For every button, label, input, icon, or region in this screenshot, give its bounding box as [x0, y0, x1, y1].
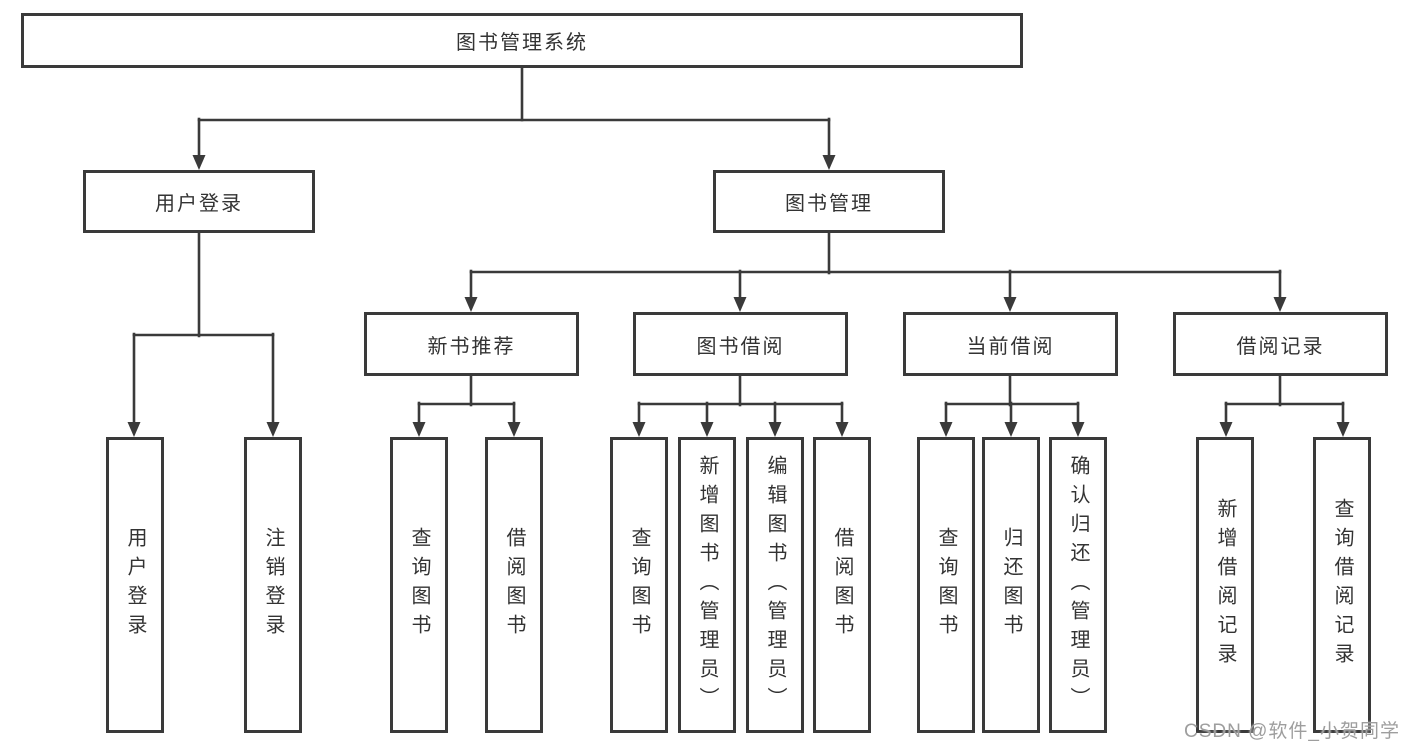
node-label: 借阅图书 — [831, 527, 853, 643]
node-leaf-borrow-books-recommend: 借阅图书 — [485, 437, 543, 733]
connector-records-to-leaves — [1219, 374, 1350, 437]
node-user-login: 用户登录 — [83, 170, 315, 233]
node-book-borrow: 图书借阅 — [633, 312, 848, 376]
node-leaf-return-books: 归还图书 — [982, 437, 1040, 733]
connector-borrow-to-leaves — [632, 374, 849, 437]
node-leaf-query-books-borrow: 查询图书 — [610, 437, 668, 733]
node-label: 确认归还（管理员） — [1067, 454, 1089, 716]
node-book-management: 图书管理 — [713, 170, 945, 233]
node-leaf-query-books-recommend: 查询图书 — [390, 437, 448, 733]
node-label: 借阅图书 — [503, 527, 525, 643]
node-label: 查询图书 — [628, 527, 650, 643]
node-label: 图书管理系统 — [456, 32, 588, 54]
connector-current-to-leaves — [939, 374, 1085, 437]
node-borrow-records: 借阅记录 — [1173, 312, 1388, 376]
node-root-system: 图书管理系统 — [21, 13, 1023, 68]
node-new-book-recommend: 新书推荐 — [364, 312, 579, 376]
node-leaf-query-borrow-record: 查询借阅记录 — [1313, 437, 1371, 733]
node-label: 查询图书 — [408, 527, 430, 643]
connector-newbook-to-leaves — [412, 374, 521, 437]
node-label: 借阅记录 — [1236, 335, 1325, 358]
node-label: 图书借阅 — [696, 335, 785, 358]
node-label: 编辑图书（管理员） — [764, 454, 786, 716]
node-leaf-borrow-books: 借阅图书 — [813, 437, 871, 733]
node-label: 查询图书 — [935, 527, 957, 643]
node-label: 新书推荐 — [427, 335, 516, 358]
node-label: 新增图书（管理员） — [696, 454, 718, 716]
node-label: 新增借阅记录 — [1214, 498, 1236, 672]
node-leaf-add-borrow-record: 新增借阅记录 — [1196, 437, 1254, 733]
node-leaf-edit-books-admin: 编辑图书（管理员） — [746, 437, 804, 733]
node-label: 归还图书 — [1000, 527, 1022, 643]
csdn-watermark: CSDN @软件_小贺同学 — [1184, 721, 1400, 742]
node-label: 当前借阅 — [966, 335, 1055, 358]
connector-login-to-leaves — [127, 231, 280, 437]
node-label: 查询借阅记录 — [1331, 498, 1353, 672]
node-label: 用户登录 — [155, 193, 243, 215]
node-label: 注销登录 — [262, 527, 284, 643]
node-leaf-logout: 注销登录 — [244, 437, 302, 733]
node-leaf-query-books-current: 查询图书 — [917, 437, 975, 733]
node-label: 图书管理 — [785, 193, 873, 215]
node-leaf-confirm-return-admin: 确认归还（管理员） — [1049, 437, 1107, 733]
node-leaf-add-books-admin: 新增图书（管理员） — [678, 437, 736, 733]
node-label: 用户登录 — [124, 527, 146, 643]
connector-root-to-level1 — [192, 64, 836, 170]
node-current-borrow: 当前借阅 — [903, 312, 1118, 376]
connector-mgmt-to-level2 — [464, 231, 1287, 312]
node-leaf-user-login: 用户登录 — [106, 437, 164, 733]
